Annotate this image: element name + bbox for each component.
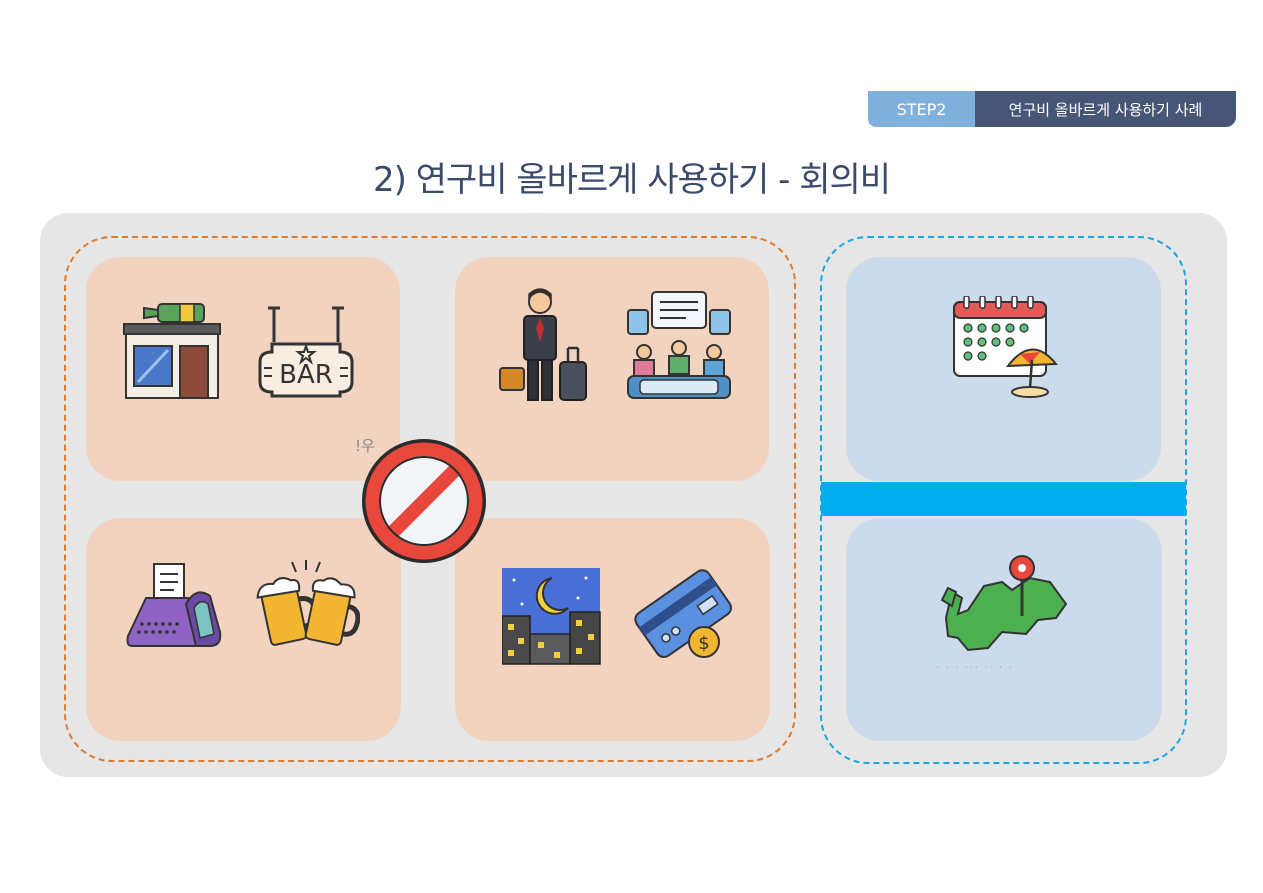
pos-terminal-icon	[126, 563, 222, 647]
page-title: 2) 연구비 올바르게 사용하기 - 회의비	[372, 160, 891, 200]
step-label: STEP2	[868, 91, 975, 127]
businessman-luggage-icon	[499, 288, 587, 401]
cut-text-fragment: !우	[355, 437, 375, 455]
liquor-store-icon	[123, 303, 221, 399]
night-city-icon	[502, 568, 601, 665]
step-title: 연구비 올바르게 사용하기 사례	[975, 91, 1236, 127]
svg-text:BAR: BAR	[279, 360, 333, 390]
credit-card-icon: $	[634, 569, 732, 659]
bar-sign-icon: BAR	[258, 306, 354, 398]
beer-mugs-icon	[256, 560, 360, 646]
faint-map-caption: · · · ··· ·· · ·	[936, 663, 1014, 673]
prohibited-group-border	[64, 236, 796, 762]
prohibited-icon	[362, 439, 486, 563]
map-pin-icon	[940, 555, 1068, 652]
svg-text:$: $	[698, 633, 709, 654]
holiday-calendar-icon	[953, 296, 1059, 398]
meeting-icon	[627, 291, 731, 399]
allowed-divider-bar	[821, 482, 1186, 516]
